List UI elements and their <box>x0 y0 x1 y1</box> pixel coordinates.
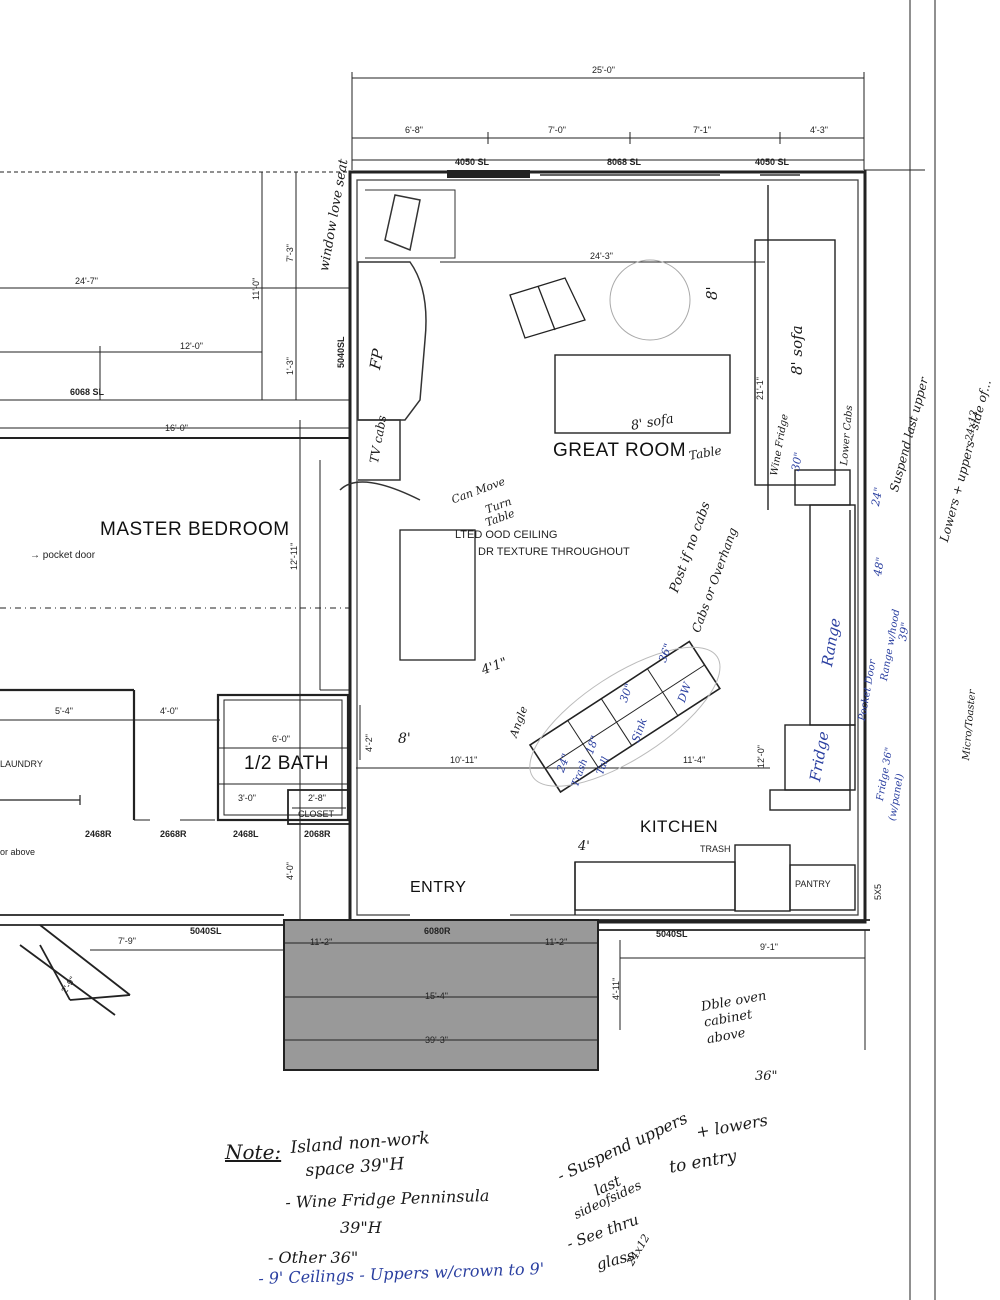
dim-bed-1-3: 1'-3" <box>285 357 295 375</box>
door-2468r: 2468R <box>85 829 112 839</box>
door-2068r: 2068R <box>304 829 331 839</box>
dim-bed-7-3: 7'-3" <box>285 244 295 262</box>
window-8068: 8068 SL <box>607 157 642 167</box>
dim-bed-16-0: 16'-0" <box>165 423 188 433</box>
hand-fp: FP <box>366 347 388 371</box>
note-title: Note: <box>225 1140 282 1164</box>
top-dimension-lines <box>351 72 865 170</box>
hand-cab-48: 48" <box>871 556 888 578</box>
dim-bed-11-0: 11'-0" <box>251 277 261 300</box>
hand-dble-36: 36" <box>755 1069 778 1084</box>
door-2668r: 2668R <box>160 829 187 839</box>
hand-cab-24b: 24" <box>869 486 886 508</box>
ceiling-note-2: DR TEXTURE THROUGHOUT <box>478 546 630 558</box>
room-master-bedroom: MASTER BEDROOM <box>100 519 290 540</box>
dim-gr-21-1: 21'-1" <box>755 377 765 400</box>
dim-porch-11-2-right: 11'-2" <box>545 937 568 947</box>
hand-eight: 8' <box>398 731 411 747</box>
room-kitchen: KITCHEN <box>640 817 719 836</box>
ceiling-note-1: LTED OOD CEILING <box>455 529 558 541</box>
dim-laundry-5-4: 5'-4" <box>55 706 73 716</box>
dim-bath-4-2: 4'-2" <box>364 734 374 752</box>
room-pantry: PANTRY <box>795 879 831 889</box>
interior-wall-line <box>356 179 859 916</box>
door-6068: 6068 SL <box>70 387 105 397</box>
room-great-room: GREAT ROOM <box>553 440 687 461</box>
door-2468l: 2468L <box>233 829 259 839</box>
window-4050-right: 4050 SL <box>755 157 790 167</box>
room-trash: TRASH <box>700 844 731 854</box>
pocket-door-note: → pocket door <box>30 550 96 561</box>
room-entry: ENTRY <box>410 879 467 896</box>
dim-overall-width: 25'-0" <box>592 65 615 75</box>
note-2b: 39"H <box>340 1218 382 1237</box>
window-4050-dark <box>447 170 530 178</box>
kitchen-island <box>528 640 721 794</box>
dim-bed-12-11: 12'-11" <box>289 542 299 570</box>
dim-porch-15-4: 15'-4" <box>425 991 448 1001</box>
exterior-wall <box>348 170 867 924</box>
dim-entry-10-11: 10'-11" <box>450 755 478 765</box>
dim-porch-9-1: 9'-1" <box>760 942 778 952</box>
closet-outline <box>287 789 351 825</box>
dim-porch-11-2-left: 11'-2" <box>310 937 333 947</box>
hand-sofa-8: 8' <box>703 286 721 300</box>
dim-laundry-4-0: 4'-0" <box>160 706 178 716</box>
dim-kitchen-11-4: 11'-4" <box>683 755 706 765</box>
dim-porch-39-3: 39'-3" <box>425 1035 448 1045</box>
dim-pantry-5x5: 5X5 <box>873 883 883 900</box>
dim-great-room-width: 24'-3" <box>590 251 613 261</box>
dim-kitchen-12-0: 12'-0" <box>756 745 766 768</box>
dim-seg-1: 6'-8" <box>405 125 423 135</box>
dim-bath-6-0: 6'-0" <box>272 734 290 744</box>
dim-seg-4: 4'-3" <box>810 125 828 135</box>
room-half-bath: 1/2 BATH <box>244 753 329 774</box>
porch-shaded <box>283 919 599 1071</box>
hand-four-ft: 4' <box>578 839 590 854</box>
window-5040-porch: 5040SL <box>190 926 222 936</box>
dim-seg-3: 7'-1" <box>693 125 711 135</box>
note-3: - Other 36" <box>268 1248 359 1267</box>
dim-bed-12-0: 12'-0" <box>180 341 203 351</box>
hand-cab-30b: 30" <box>789 451 806 473</box>
table-outline <box>399 529 476 661</box>
dim-seg-2: 7'-0" <box>548 125 566 135</box>
dim-bed-24-7: 24'-7" <box>75 276 98 286</box>
sofa-center <box>554 354 731 434</box>
pocket-door-label: pocket door <box>42 550 96 561</box>
hand-sofa-right: 8' sofa <box>788 325 806 375</box>
dim-porch-7-9: 7'-9" <box>118 936 136 946</box>
above-note: or above <box>0 847 36 857</box>
dim-porch-4-11: 4'-11" <box>611 977 621 1000</box>
door-6080r: 6080R <box>424 926 451 936</box>
window-5040-fp: 5040SL <box>336 336 346 368</box>
window-5040-kitchen: 5040SL <box>656 929 688 939</box>
window-4050-left: 4050 SL <box>455 157 490 167</box>
room-closet: CLOSET <box>298 809 335 819</box>
dim-bath-3-0: 3'-0" <box>238 793 256 803</box>
room-laundry: LAUNDRY <box>0 759 43 769</box>
dim-closet-2-8: 2'-8" <box>308 793 326 803</box>
dim-entry-4-0: 4'-0" <box>285 862 295 880</box>
